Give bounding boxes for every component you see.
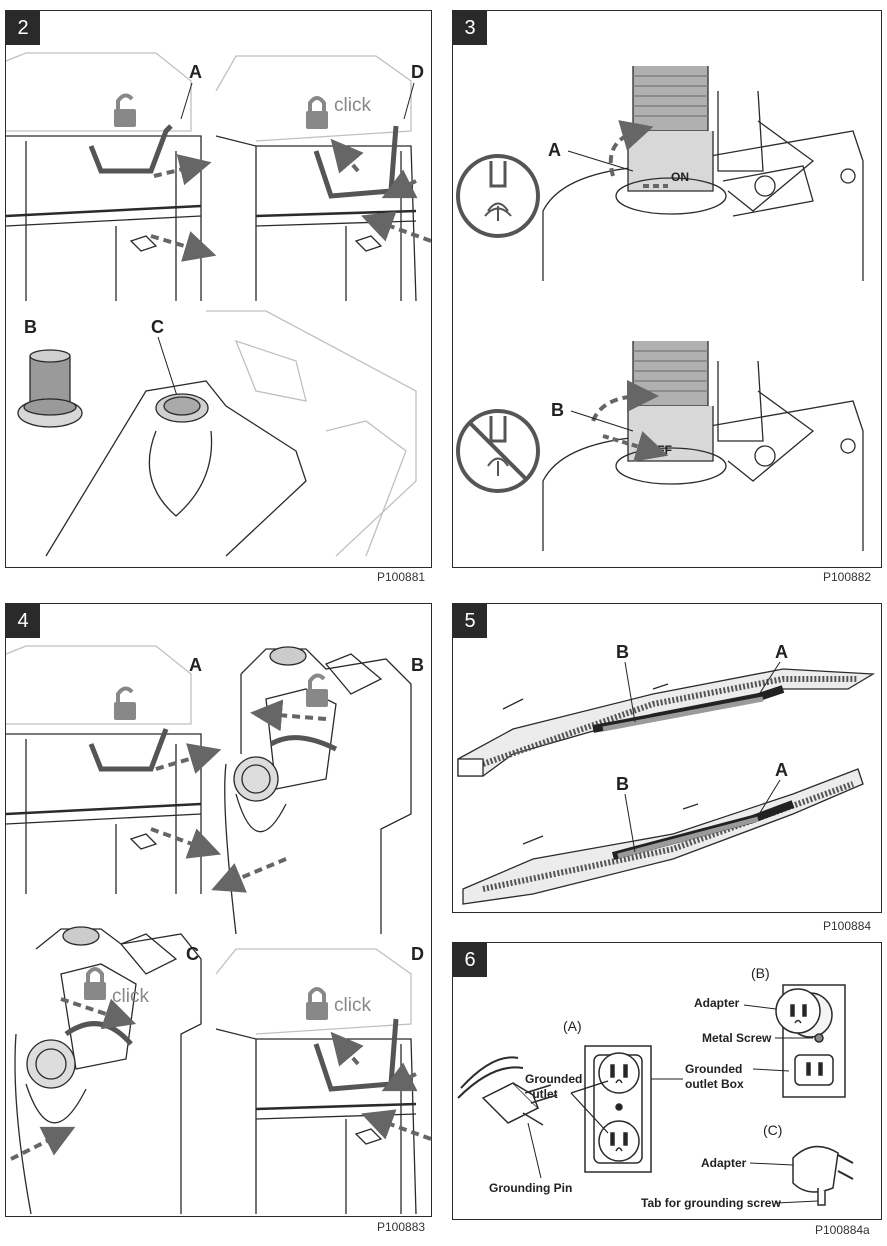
step-4c-illustration [14, 926, 202, 1215]
panel-2-illustration: A click D B [6, 52, 431, 557]
squeegee-top-illustration [457, 668, 876, 777]
panel-5-illustration: B A B A [457, 642, 876, 905]
faucet-airflow-icon [456, 154, 540, 238]
tank-latch-illustration-d [215, 55, 417, 302]
svg-text:(A): (A) [563, 1018, 582, 1034]
svg-text:click: click [334, 95, 371, 116]
figure-code-2: P100881 [377, 570, 426, 584]
panel-3-illustration: ON A OFF B [456, 66, 864, 551]
svg-text:A: A [775, 642, 788, 662]
svg-text:ON: ON [671, 170, 689, 184]
panel-4: 4 A [5, 603, 432, 1217]
outlet-with-adapter-illustration [775, 984, 846, 1098]
svg-text:D: D [411, 944, 424, 964]
arrow-icon [150, 154, 217, 262]
figure-code: P100882 [823, 570, 872, 584]
tank-latch-illustration-a [6, 52, 202, 301]
tank-opening-illustration [45, 310, 417, 557]
svg-text:A: A [189, 62, 202, 82]
squeegee-bottom-illustration [462, 768, 864, 905]
unlock-icon [114, 686, 136, 720]
svg-text:Adapter: Adapter [694, 996, 740, 1010]
svg-text:A: A [189, 655, 202, 675]
svg-text:Grounded: Grounded [685, 1062, 742, 1076]
unlock-icon [114, 93, 136, 127]
filter-cap-illustration [17, 349, 83, 428]
svg-text:(C): (C) [763, 1122, 782, 1138]
step-number: 4 [6, 604, 40, 638]
svg-text:D: D [411, 62, 424, 82]
panel-6: 6 (A) Grounded outlet Grounded outlet Bo… [452, 942, 882, 1220]
step-number: 6 [453, 943, 487, 977]
panel-3: 3 ON A [452, 10, 882, 568]
svg-text:Tab for grounding screw: Tab for grounding screw [641, 1196, 781, 1210]
svg-text:B: B [616, 642, 629, 662]
panel-2: 2 A [5, 10, 432, 568]
svg-text:B: B [616, 774, 629, 794]
panel-6-illustration: (A) Grounded outlet Grounded outlet Box [457, 965, 854, 1210]
step-4d-illustration [215, 948, 417, 1215]
panel-5: 5 B A B A [452, 603, 882, 913]
svg-text:A: A [548, 140, 561, 160]
figure-code: P100883 [377, 1220, 426, 1234]
svg-text:A: A [775, 760, 788, 780]
hose-valve-off-illustration [542, 341, 864, 551]
svg-text:(B): (B) [751, 965, 770, 981]
svg-text:Adapter: Adapter [701, 1156, 747, 1170]
lock-icon [306, 96, 328, 129]
svg-text:Grounding Pin: Grounding Pin [489, 1181, 572, 1195]
grounding-adapter-illustration [792, 1145, 854, 1206]
svg-text:Metal Screw: Metal Screw [702, 1031, 772, 1045]
step-number: 5 [453, 604, 487, 638]
svg-text:outlet Box: outlet Box [685, 1077, 744, 1091]
svg-text:C: C [151, 317, 164, 337]
no-airflow-icon [456, 409, 540, 493]
svg-text:click: click [112, 986, 149, 1007]
svg-text:B: B [551, 400, 564, 420]
svg-text:B: B [411, 655, 424, 675]
svg-text:Grounded: Grounded [525, 1072, 582, 1086]
grounded-outlet-illustration [584, 1045, 652, 1173]
svg-text:B: B [24, 317, 37, 337]
three-prong-plug-illustration [457, 1056, 558, 1126]
svg-text:click: click [334, 995, 371, 1016]
hose-valve-on-illustration [542, 66, 864, 281]
step-4a-illustration [6, 645, 202, 894]
step-number: 3 [453, 11, 487, 45]
panel-4-illustration: A B [6, 645, 431, 1215]
step-number: 2 [6, 11, 40, 45]
step-4b-illustration [224, 646, 412, 935]
svg-text:C: C [186, 944, 199, 964]
figure-code: P100884a [815, 1223, 870, 1237]
figure-code: P100884 [823, 919, 872, 933]
